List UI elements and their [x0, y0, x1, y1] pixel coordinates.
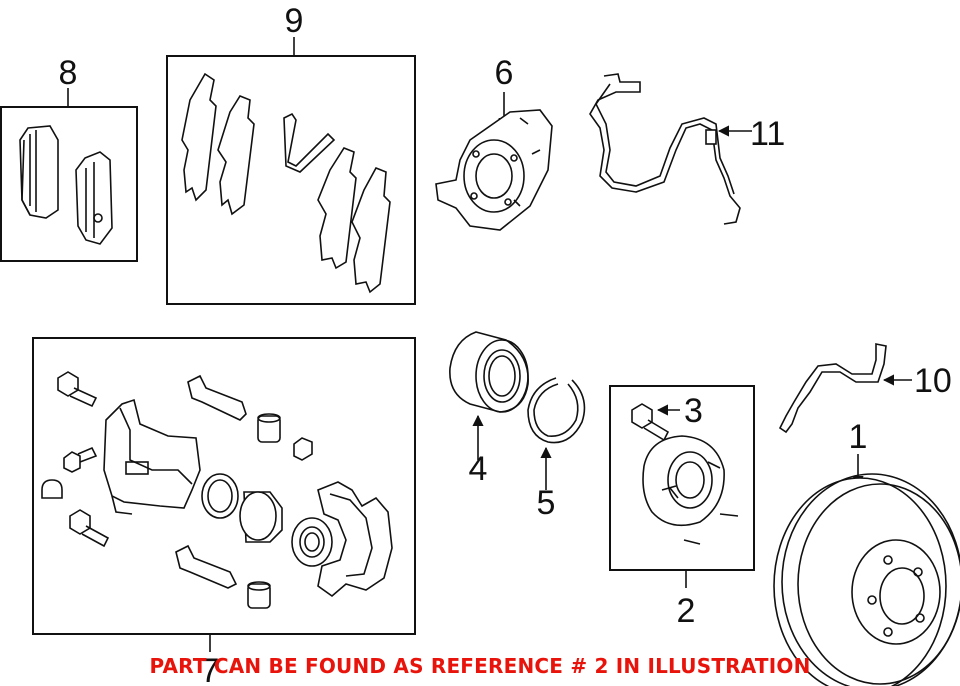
brake-pad-outer: [75, 151, 113, 245]
box-2: [609, 385, 755, 571]
group-2-wheel-hub: 2 3: [609, 385, 755, 630]
brake-pad-inner: [19, 125, 59, 219]
callout-8: 8: [59, 54, 78, 92]
group-8-brake-pads: 8: [0, 54, 138, 262]
caliper-bolt-1: [57, 371, 98, 408]
bleeder-screw: [63, 446, 98, 473]
box-8: [0, 106, 138, 262]
part-1-brake-rotor: 1: [773, 418, 960, 686]
bleeder-cap: [41, 479, 63, 499]
anti-rattle-clip-1: [181, 72, 217, 202]
callout-10: 10: [914, 362, 952, 400]
caliper-piston: [239, 491, 283, 543]
anti-rattle-clip-3: [317, 147, 357, 270]
guide-pin-1: [187, 374, 247, 421]
part-6-dust-shield: 6: [435, 54, 553, 231]
pin-boot-1: [257, 413, 281, 443]
callout-5: 5: [537, 484, 556, 522]
group-7-caliper: 7: [32, 337, 416, 686]
hub-flange: [642, 435, 739, 545]
hub-bolt: [631, 403, 670, 442]
part-11-abs-sensor: 11: [589, 73, 785, 225]
callout-7: 7: [201, 652, 220, 686]
callout-1: 1: [849, 418, 868, 456]
piston-boot: [291, 517, 333, 567]
guide-pin-2: [175, 544, 238, 589]
box-7: [32, 337, 416, 635]
caliper-bracket: [317, 481, 393, 598]
anti-rattle-clip-4: [351, 166, 391, 294]
anti-rattle-clip-2: [217, 95, 255, 216]
callout-11: 11: [750, 115, 785, 153]
reference-notice: PART CAN BE FOUND AS REFERENCE # 2 IN IL…: [149, 654, 811, 678]
pin-boot-2: [247, 581, 271, 609]
piston-seal: [201, 473, 239, 519]
callout-4: 4: [469, 450, 488, 488]
caliper-body: [103, 398, 201, 509]
part-5-snap-ring: 5: [527, 377, 586, 522]
callout-9: 9: [285, 2, 304, 40]
caliper-nut: [293, 437, 313, 461]
callout-6: 6: [495, 54, 514, 92]
spring-wire: [283, 112, 336, 173]
caliper-bolt-2: [69, 509, 110, 548]
part-4-wheel-bearing: 4: [449, 331, 529, 488]
group-9-pad-hardware: 9: [166, 2, 416, 305]
callout-3: 3: [684, 392, 703, 430]
callout-2: 2: [677, 592, 696, 630]
part-10-brake-hose: 10: [778, 343, 952, 434]
box-9: [166, 55, 416, 305]
